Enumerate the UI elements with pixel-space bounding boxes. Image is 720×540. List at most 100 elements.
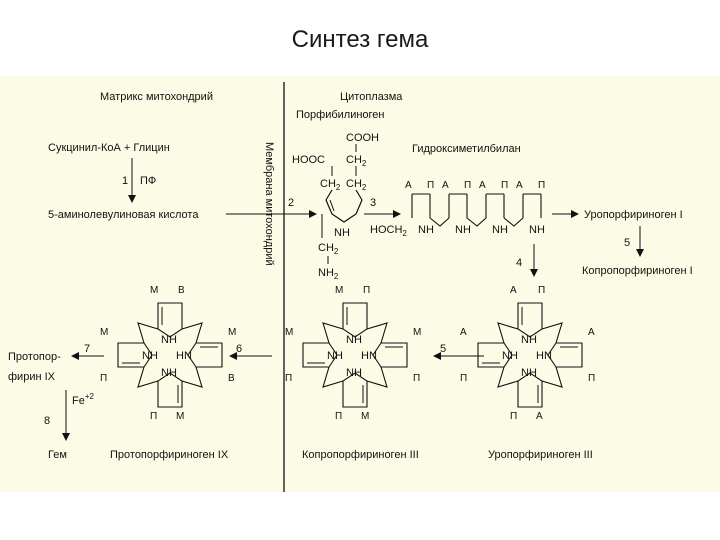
ring-bond-0 bbox=[342, 302, 368, 338]
step2-num: 2 bbox=[288, 197, 294, 209]
proto-ix-label-1: Протопор- bbox=[8, 351, 61, 363]
svg-text:П: П bbox=[501, 180, 508, 191]
urogen-iii-ring-side-1: П bbox=[538, 285, 545, 296]
protogen-ix-ring-side-1: В bbox=[178, 285, 185, 296]
ring-bond-4 bbox=[137, 322, 159, 344]
hmb-nh-1: NH bbox=[418, 224, 434, 236]
step5b-num: 5 bbox=[440, 343, 446, 355]
coprogen-iii-ring-side-4: П bbox=[413, 373, 420, 384]
urogen-iii-ring bbox=[477, 302, 583, 408]
ring-bond-5 bbox=[181, 322, 203, 344]
protogen-ix-ring-side-4: В bbox=[228, 373, 235, 384]
hmb-chain: А П А П А П А П bbox=[405, 180, 545, 227]
coprogen-iii-ring-side-1: П bbox=[363, 285, 370, 296]
step3-num: 3 bbox=[370, 197, 376, 209]
urogen-iii-ring-side-3: А bbox=[588, 327, 595, 338]
pbg-nh2: NH2 bbox=[318, 267, 339, 281]
pbg-hooc: HOOC bbox=[292, 154, 325, 166]
pbg-pyrrole-ring bbox=[325, 189, 363, 223]
step8-num: 8 bbox=[44, 415, 50, 427]
svg-text:П: П bbox=[427, 180, 434, 191]
ring-bond-2 bbox=[117, 342, 153, 368]
slide-footer bbox=[0, 492, 720, 540]
coprogen-iii-ring-nh-bottom: NH bbox=[346, 367, 362, 379]
hmb-hoch2: HOCH2 bbox=[370, 224, 407, 238]
proto-ix-label-2: фирин IX bbox=[8, 371, 56, 383]
hmb-nh-3: NH bbox=[492, 224, 508, 236]
urogen-iii-ring-nh-bottom: NH bbox=[521, 367, 537, 379]
protogen-ix-label: Протопорфириноген IX bbox=[110, 449, 229, 461]
svg-text:А: А bbox=[442, 180, 449, 191]
uro1-label: Уропорфириноген I bbox=[584, 209, 683, 221]
protogen-ix-ring-side-5: П bbox=[100, 373, 107, 384]
step1-num: 1 bbox=[122, 175, 128, 187]
protogen-ix-ring-side-6: М bbox=[176, 411, 184, 422]
pbg-ch2-right: CH2 bbox=[346, 178, 367, 192]
membrane-label: Мембрана митохондрий bbox=[263, 142, 275, 266]
slide-title: Синтез гема bbox=[291, 26, 429, 53]
cytoplasm-label: Цитоплазма bbox=[340, 91, 403, 103]
protogen-ix-ring-nh-left: NH bbox=[142, 350, 158, 362]
ring-bond-2 bbox=[477, 342, 513, 368]
fe-label: Fe+2 bbox=[72, 392, 95, 407]
succinyl-glycine-label: Сукцинил-КоА + Глицин bbox=[48, 142, 170, 154]
ring-bond-3 bbox=[372, 342, 408, 368]
protogen-ix-ring bbox=[117, 302, 223, 408]
svg-text:А: А bbox=[516, 180, 523, 191]
urogen-iii-ring-nh-left: NH bbox=[502, 350, 518, 362]
ring-bond-3 bbox=[547, 342, 583, 368]
ring-bond-5 bbox=[541, 322, 563, 344]
pbg-cooh: COOH bbox=[346, 132, 379, 144]
ring-bond-1 bbox=[517, 372, 543, 408]
pbg-ch2-left: CH2 bbox=[320, 178, 341, 192]
ring-bond-7 bbox=[366, 366, 388, 388]
ring-bond-0 bbox=[517, 302, 543, 338]
urogen-iii-ring-nh-top: NH bbox=[521, 334, 537, 346]
urogen-iii-ring-side-7: П bbox=[510, 411, 517, 422]
slide-header bbox=[0, 0, 720, 76]
ring-bond-3 bbox=[187, 342, 223, 368]
heme-label: Гем bbox=[48, 449, 67, 461]
ring-bond-4 bbox=[497, 322, 519, 344]
coprogen-iii-ring-side-6: М bbox=[361, 411, 369, 422]
hmb-nh-4: NH bbox=[529, 224, 545, 236]
copro1-label: Копропорфириноген I bbox=[582, 265, 693, 277]
coprogen-iii-ring-side-2: М bbox=[285, 327, 293, 338]
coprogen-iii-label: Копропорфириноген III bbox=[302, 449, 419, 461]
svg-text:А: А bbox=[405, 180, 412, 191]
coprogen-iii-ring-nh-top: NH bbox=[346, 334, 362, 346]
ring-bond-0 bbox=[157, 302, 183, 338]
step5a-num: 5 bbox=[624, 237, 630, 249]
urogen-iii-ring-hn-right: HN bbox=[536, 350, 552, 362]
ring-bond-4 bbox=[322, 322, 344, 344]
svg-text:П: П bbox=[464, 180, 471, 191]
ring-bond-1 bbox=[157, 372, 183, 408]
ring-bond-5 bbox=[366, 322, 388, 344]
coprogen-iii-ring-nh-left: NH bbox=[327, 350, 343, 362]
coprogen-iii-ring bbox=[302, 302, 408, 408]
svg-text:П: П bbox=[538, 180, 545, 191]
ring-bond-1 bbox=[342, 372, 368, 408]
matrix-label: Матрикс митохондрий bbox=[100, 91, 213, 103]
ring-bond-6 bbox=[322, 366, 344, 388]
pbg-nh: NH bbox=[334, 227, 350, 239]
ring-bond-7 bbox=[181, 366, 203, 388]
urogen-iii-ring-side-5: П bbox=[460, 373, 467, 384]
pbg-ch2-bottom: CH2 bbox=[318, 242, 339, 256]
svg-text:А: А bbox=[479, 180, 486, 191]
pbg-label: Порфибилиноген bbox=[296, 109, 385, 121]
ring-bond-2 bbox=[302, 342, 338, 368]
coprogen-iii-ring-side-5: П bbox=[285, 373, 292, 384]
ala-label: 5-аминолевулиновая кислота bbox=[48, 209, 199, 221]
coprogen-iii-ring-side-3: М bbox=[413, 327, 421, 338]
protogen-ix-ring-side-2: М bbox=[100, 327, 108, 338]
protogen-ix-ring-nh-top: NH bbox=[161, 334, 177, 346]
urogen-iii-label: Уропорфириноген III bbox=[488, 449, 593, 461]
protogen-ix-ring-side-7: П bbox=[150, 411, 157, 422]
urogen-iii-ring-side-0: А bbox=[510, 285, 517, 296]
urogen-iii-ring-side-4: П bbox=[588, 373, 595, 384]
ring-bond-6 bbox=[137, 366, 159, 388]
ring-bond-6 bbox=[497, 366, 519, 388]
protogen-ix-ring-side-0: М bbox=[150, 285, 158, 296]
